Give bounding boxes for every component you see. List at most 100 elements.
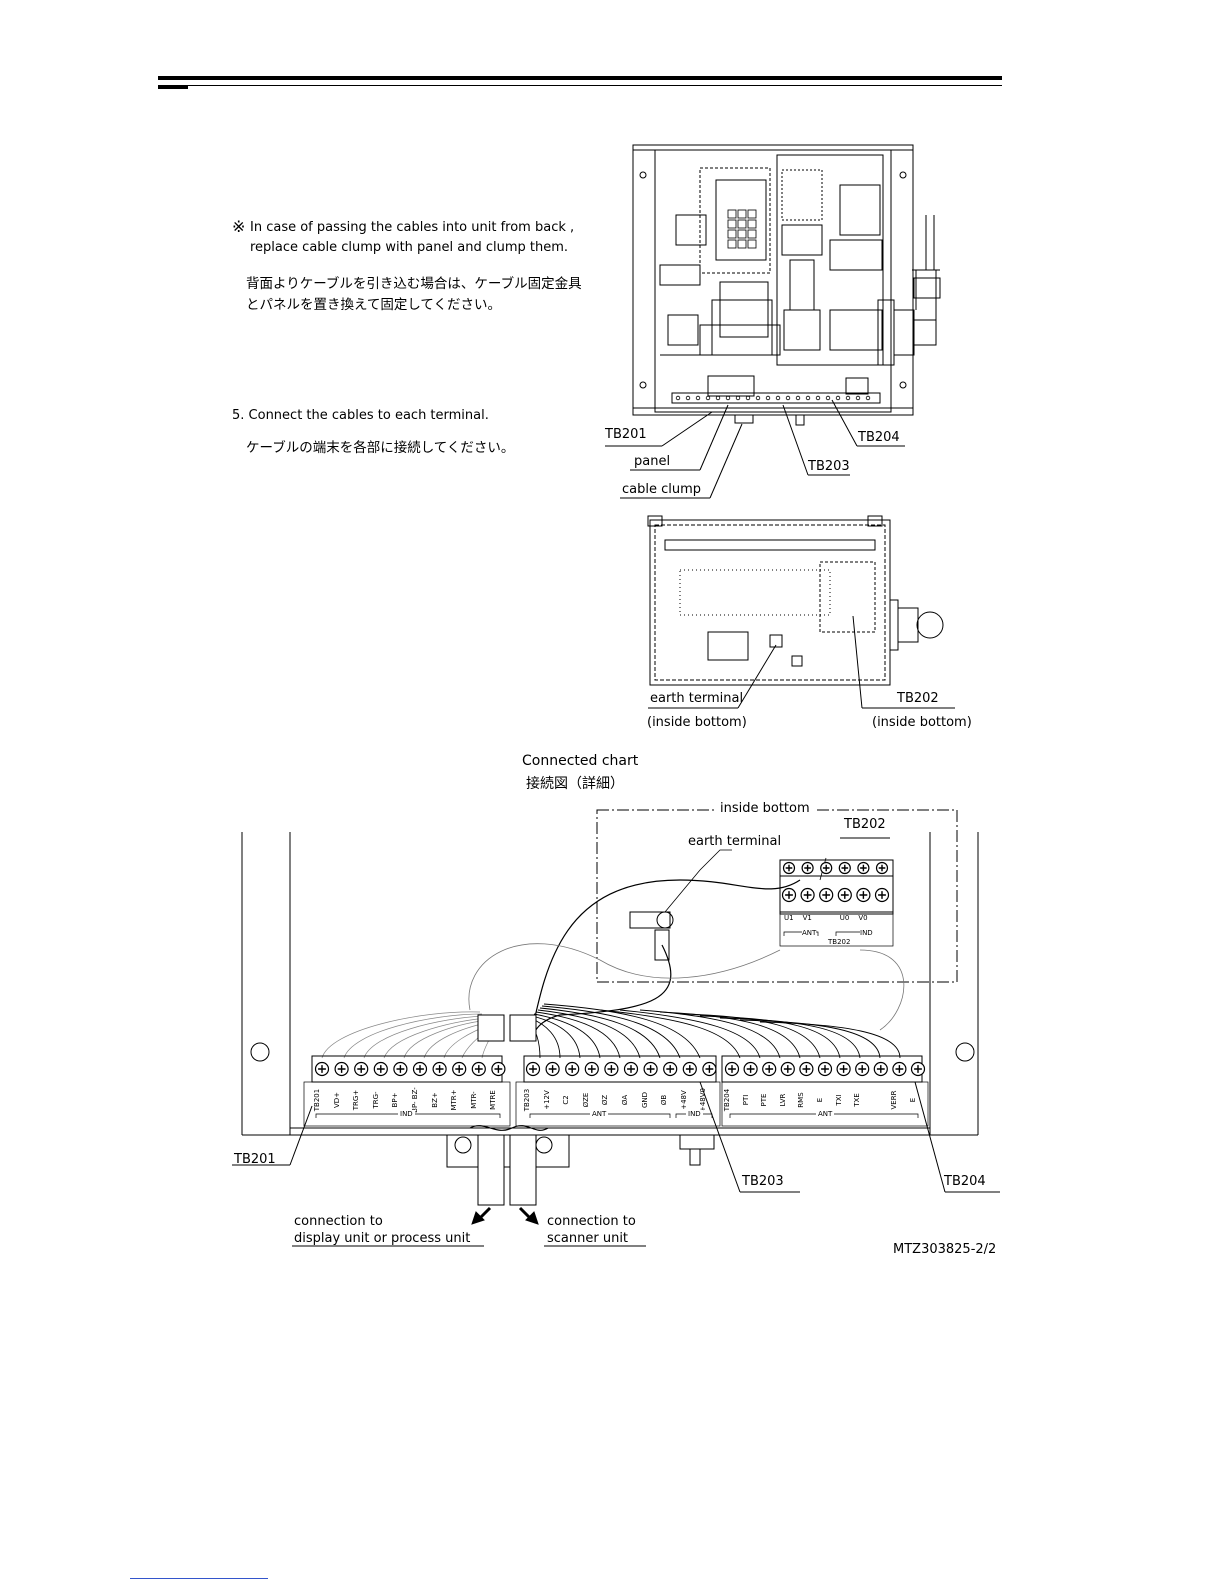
tb203-group-ind: IND xyxy=(686,1110,703,1118)
terminal-screw-slot xyxy=(765,1065,774,1073)
note-en-line-2: replace cable clump with panel and clump… xyxy=(250,240,568,255)
note-en-line-1: In case of passing the cables into unit … xyxy=(250,220,575,235)
note-jp-line-2: とパネルを置き換えて固定してください。 xyxy=(246,297,502,313)
terminal-screw-slot xyxy=(876,1065,885,1073)
tb204-terminal-label: RMS xyxy=(797,1092,806,1108)
terminal-screw-slot xyxy=(859,891,868,899)
tb201-terminal-label: BZ+ xyxy=(430,1092,439,1108)
terminal-screw-slot xyxy=(822,891,831,899)
terminal-screw-slot xyxy=(666,1065,675,1073)
tb202-terminal-label: V1 xyxy=(802,914,812,922)
terminal-screw-slot xyxy=(840,891,849,899)
terminal-screw-slot xyxy=(914,1065,922,1073)
step-5-en: 5. Connect the cables to each terminal. xyxy=(232,408,489,423)
top-label-cable-clump: cable clump xyxy=(622,482,702,497)
top-label-panel: panel xyxy=(634,454,671,469)
note-mark: ※ xyxy=(232,217,246,236)
tb201-terminal-label: MTR- xyxy=(469,1091,478,1109)
tb204-terminal-label: TXE xyxy=(853,1093,862,1107)
tb201-terminal-label: MTR+ xyxy=(450,1089,459,1111)
terminal-screw-slot xyxy=(822,864,830,872)
header-rule-tab xyxy=(158,86,188,89)
chart-title-en: Connected chart xyxy=(522,753,639,769)
chart-title-jp: 接続図（詳細） xyxy=(526,776,624,792)
terminal-screw-slot xyxy=(878,864,886,872)
terminal-screw-slot xyxy=(821,1065,829,1073)
terminal-screw-slot xyxy=(607,1065,616,1073)
tb203-terminal-label: TB203 xyxy=(523,1088,531,1112)
terminal-screw-slot xyxy=(455,1065,464,1073)
bottom-label-tb202: TB202 xyxy=(897,691,939,706)
tb204-terminal-label: E xyxy=(909,1097,917,1103)
bottom-label-earth-terminal: earth terminal xyxy=(650,691,744,706)
terminal-screw-slot xyxy=(646,1065,655,1073)
tb204-terminal-label: VERR xyxy=(890,1090,899,1110)
tb201-terminal-label: MTRE xyxy=(489,1090,498,1110)
header-rule-thick xyxy=(158,76,1002,80)
terminal-screw-slot xyxy=(568,1065,577,1073)
tb204-terminal-label: TXI xyxy=(834,1094,843,1106)
note-jp-line-1: 背面よりケーブルを引き込む場合は、ケーブル固定金具 xyxy=(246,276,582,292)
terminal-screw-slot xyxy=(746,1065,755,1073)
terminal-screw-slot xyxy=(878,891,886,899)
top-label-tb204: TB204 xyxy=(858,430,900,445)
terminal-screw-slot xyxy=(839,1065,848,1073)
conn-display-line-1: connection to xyxy=(294,1214,383,1229)
tb204-terminal-label: LVR xyxy=(778,1093,787,1107)
tb203-terminal-label: C2 xyxy=(562,1095,571,1105)
document-code: MTZ303825-2/2 xyxy=(893,1242,997,1257)
terminal-screw-slot xyxy=(627,1065,635,1073)
step-5-jp: ケーブルの端末を各部に接続してください。 xyxy=(246,440,515,456)
connected-chart xyxy=(232,809,1000,1247)
terminal-screw-slot xyxy=(785,891,793,899)
tb201-group-ind: IND xyxy=(398,1110,415,1118)
header-rule-thin xyxy=(158,85,1002,86)
conn-display-line-2: display unit or process unit xyxy=(294,1231,471,1246)
chart-tb202: TB202 xyxy=(844,817,886,832)
tb203-terminal-label: +12V xyxy=(542,1090,551,1110)
tb203-terminal-label: ØB xyxy=(660,1094,669,1106)
tb202-name: TB202 xyxy=(828,938,851,946)
terminal-screw-slot xyxy=(802,1065,811,1073)
terminal-screws xyxy=(314,861,926,1077)
top-unit-view xyxy=(605,144,941,499)
tb204-terminal-label: PTI xyxy=(741,1094,750,1106)
tb201-terminal-label: TRG+ xyxy=(352,1089,361,1111)
terminal-screw-slot xyxy=(858,1065,867,1073)
terminal-screw-slot xyxy=(783,1065,792,1073)
tb202-group-ind: IND xyxy=(860,929,873,937)
tb201-terminal-label: TRG- xyxy=(371,1091,380,1109)
tb201-terminal-label: VD+ xyxy=(332,1091,341,1109)
terminal-screw-slot xyxy=(357,1065,366,1073)
chart-tb204-label: TB204 xyxy=(944,1174,986,1189)
terminal-screw-slot xyxy=(685,1065,694,1073)
terminal-screw-slot xyxy=(396,1065,405,1073)
terminal-screw-slot xyxy=(587,1065,596,1073)
terminal-screw-slot xyxy=(841,864,849,872)
terminal-screw-slot xyxy=(318,1065,326,1073)
bottom-label-tb202-sub: (inside bottom) xyxy=(872,715,972,730)
tb202-group-ant: ANT xyxy=(802,929,817,937)
tb203-terminal-label: ØA xyxy=(621,1094,629,1106)
terminal-screw-slot xyxy=(435,1065,444,1073)
tb203-terminal-label: GND xyxy=(640,1091,649,1109)
tb204-terminal-label: PTE xyxy=(760,1093,769,1107)
top-label-tb203: TB203 xyxy=(808,459,850,474)
tb204-group-ant: ANT xyxy=(816,1110,835,1118)
terminal-screw-slot xyxy=(785,864,793,872)
tb202-terminal-label: U1 xyxy=(784,914,794,922)
tb203-terminal-label: ØZE xyxy=(581,1092,590,1108)
chart-inside-bottom: inside bottom xyxy=(716,801,814,817)
terminal-screw-slot xyxy=(895,1065,904,1073)
tb202-terminal-label: V0 xyxy=(858,914,868,922)
tb203-group-ant: ANT xyxy=(590,1110,609,1118)
terminal-screw-slot xyxy=(705,1065,714,1073)
bottom-label-earth-sub: (inside bottom) xyxy=(647,715,747,730)
terminal-screw-slot xyxy=(803,891,812,899)
terminal-screw-slot xyxy=(860,864,867,872)
tb201-terminal-label: TB201 xyxy=(313,1088,321,1112)
top-label-tb201: TB201 xyxy=(605,427,647,442)
bottom-unit-view xyxy=(647,515,955,709)
terminal-screw-slot xyxy=(804,864,811,872)
